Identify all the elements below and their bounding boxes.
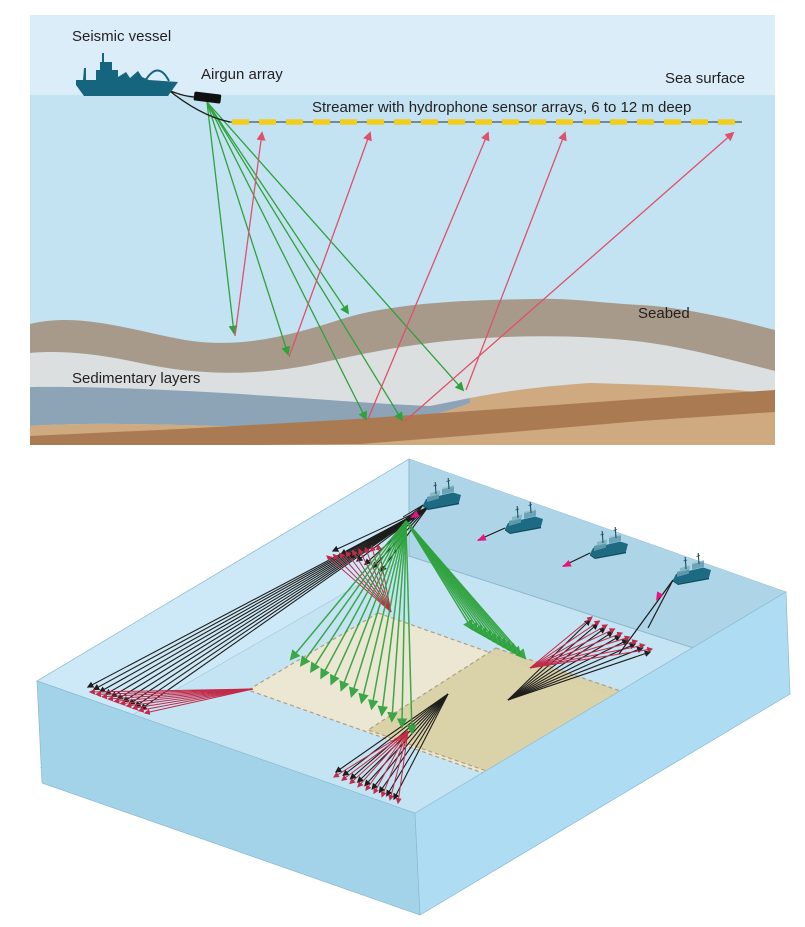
ray-line (529, 616, 593, 669)
ray-line (507, 650, 652, 701)
ray-line (405, 504, 424, 520)
label-streamer: Streamer with hydrophone sensor arrays, … (312, 99, 691, 116)
vessel-crane-arc (144, 69, 170, 82)
sedimentary-layer-stack (30, 298, 775, 445)
ray-line (529, 635, 631, 669)
ray-line (396, 520, 408, 729)
ray-line (507, 635, 622, 701)
seismic-vessel-illustration (76, 53, 231, 123)
ray-line (367, 131, 490, 420)
light-gray-layer (30, 336, 775, 406)
ray-line (529, 620, 601, 669)
ray-line (387, 520, 407, 723)
ray-line (206, 101, 403, 422)
block-back-wall (409, 459, 786, 677)
ray-line (357, 730, 409, 788)
ray-line (342, 693, 449, 777)
ray-line (529, 628, 616, 669)
ray-line (388, 730, 409, 801)
reflected-rays (234, 131, 735, 423)
ray-line (206, 101, 238, 335)
direction-arrows (410, 510, 664, 601)
ray-line (386, 693, 449, 797)
ray-line (143, 688, 254, 715)
ray-line (334, 693, 449, 773)
ray-line (125, 688, 254, 709)
ray-line (289, 520, 407, 661)
ray-line (104, 508, 427, 695)
ray-line (348, 520, 407, 699)
ray-line (234, 131, 266, 337)
direction-arrow-icon (562, 560, 572, 567)
ray-line (380, 730, 409, 798)
label-airgun-array: Airgun array (201, 66, 283, 83)
ray-line (507, 619, 591, 701)
ray-line (341, 730, 409, 781)
ray-line (368, 520, 407, 711)
ray-line (529, 631, 624, 669)
ray-line (393, 693, 449, 801)
ray-line (330, 520, 407, 686)
ray-line (358, 520, 407, 705)
ray-line (403, 131, 735, 423)
ray-line (378, 693, 449, 794)
label-seismic-vessel: Seismic vessel (72, 28, 171, 45)
ray-line (529, 639, 639, 669)
ray-line (119, 688, 254, 707)
ray-line (206, 101, 465, 392)
ray-line (98, 508, 427, 693)
vessel-hull (76, 53, 178, 96)
direction-arrow-icon (477, 534, 487, 541)
ray-line (507, 643, 637, 701)
direction-arrow-icon (656, 591, 664, 601)
label-sedimentary-layers: Sedimentary layers (72, 370, 200, 387)
ray-line (320, 520, 407, 680)
tow-line-streamer (165, 87, 231, 123)
ray-line (405, 520, 418, 736)
ray-line (110, 508, 427, 698)
ray-line (299, 520, 407, 667)
streamer-and-shot-fans (86, 504, 654, 805)
airgun-array-icon (193, 91, 222, 104)
ray-line (351, 549, 392, 613)
ray-line (128, 508, 427, 705)
direction-arrow-icon (410, 510, 420, 518)
ray-line (345, 550, 392, 613)
ray-line (529, 624, 609, 669)
ray-line (373, 730, 409, 795)
ray-line (134, 508, 427, 708)
label-seabed: Seabed (638, 305, 690, 322)
ray-line (288, 131, 372, 358)
block-front-right-face (414, 591, 791, 916)
ray-line (349, 730, 409, 785)
ray-line (206, 101, 291, 356)
cross-section-panel: Seismic vessel Airgun array Sea surface … (30, 15, 775, 445)
ray-line (137, 688, 254, 713)
ray-line (92, 508, 427, 691)
ray-line (529, 646, 654, 669)
ray-line (131, 688, 254, 711)
ray-line (310, 520, 407, 674)
ray-line (339, 520, 407, 692)
ray-line (338, 552, 392, 613)
ray-line (206, 101, 350, 315)
ray-line (139, 508, 427, 710)
ray-line (395, 730, 409, 805)
ray-line (507, 646, 644, 701)
label-sea-surface: Sea surface (665, 70, 745, 87)
ray-line (402, 504, 424, 518)
ray-line (465, 131, 567, 391)
ray-line (365, 730, 409, 791)
ray-line (529, 643, 646, 669)
ray-line (405, 520, 527, 660)
ray-line (206, 101, 367, 421)
ray-line (507, 639, 629, 701)
downgoing-shot-rays (206, 101, 465, 422)
survey-3d-block (36, 458, 791, 916)
ray-line (332, 730, 409, 778)
ray-line (377, 520, 407, 717)
